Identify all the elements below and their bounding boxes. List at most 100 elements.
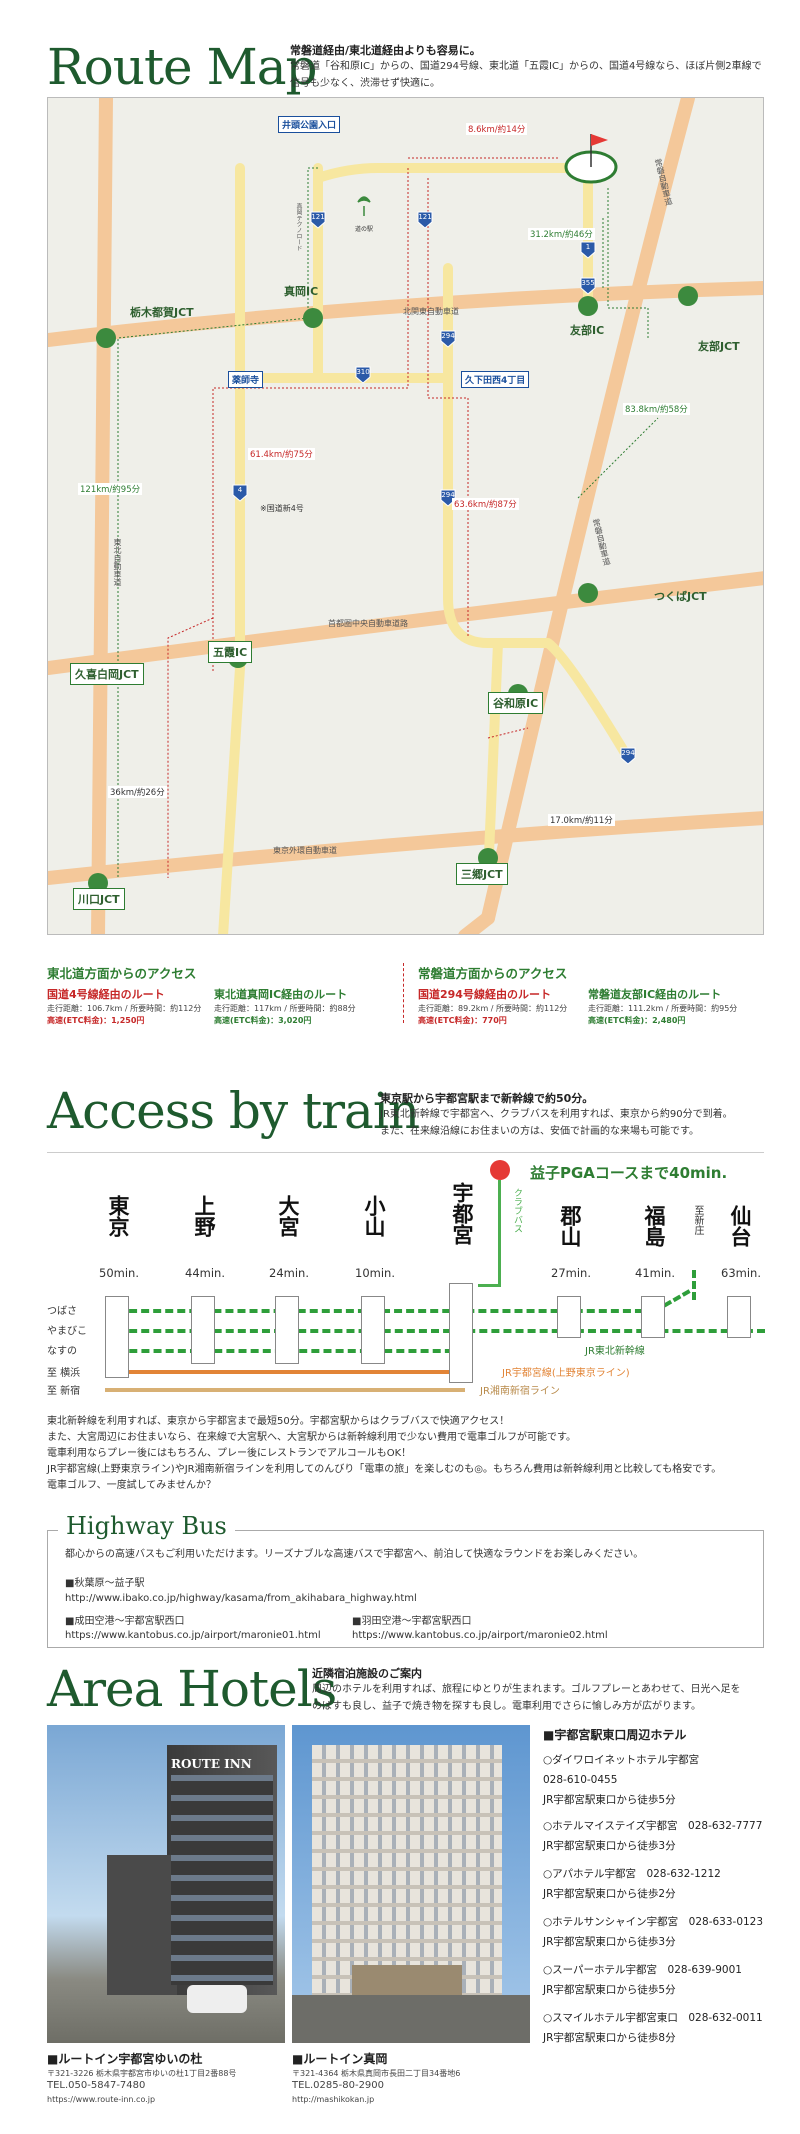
pga-label: 益子PGAコースまで40min. (530, 1164, 728, 1182)
hotel-list-6-access: JR宇都宮駅東口から徒歩8分 (543, 2032, 676, 2044)
label-ibuki: 井頭公園入口 (278, 116, 341, 133)
club-bus-line (498, 1180, 501, 1285)
route-map-svg: 121 121 294 1 355 310 4 294 294 北関東自動車道 … (48, 98, 763, 934)
train-to-yokohama: 至 横浜 (47, 1368, 81, 1379)
hotel-list-5-name: ○スーパーホテル宇都宮 028-639-9001 (543, 1964, 742, 1976)
shield-294b: 294 (441, 491, 455, 499)
label-goka: 五霞IC (208, 641, 253, 663)
hotel-2-addr: 〒321-4364 栃木県真岡市長田二丁目34番地6 (292, 2069, 461, 2078)
tohoku-route1-line2: 高速(ETC料金)：1,250円 (47, 1016, 145, 1025)
station-koriyama: 郡山 (558, 1205, 582, 1247)
bus-2-name: ■成田空港～宇都宮駅西口 (65, 1616, 185, 1627)
shonan-line (105, 1388, 465, 1392)
tohoku-route2-title: 東北道真岡IC経由のルート (214, 988, 348, 1001)
station-omiya: 大宮 (276, 1195, 300, 1237)
hotel-list-1-access: JR宇都宮駅東口から徒歩5分 (543, 1794, 676, 1806)
tohoku-route2-line1: 走行距離：117km / 所要時間：約88分 (214, 1004, 356, 1013)
dist-7: 36km/約26分 (108, 786, 167, 798)
hotels-intro-bold: 近隣宿泊施設のご案内 (312, 1667, 422, 1680)
highway-bus-box (47, 1530, 764, 1648)
min-omiya: 24min. (269, 1266, 309, 1280)
hotel-list-title: ■宇都宮駅東口周辺ホテル (543, 1728, 687, 1742)
hotel-photo-yuinomori: ROUTE INN (47, 1725, 285, 2043)
bus-3-url[interactable]: https://www.kantobus.co.jp/airport/maron… (352, 1630, 608, 1641)
station-block-ueno (191, 1296, 215, 1364)
station-block-oyama (361, 1296, 385, 1364)
train-body-2: また、大宮周辺にお住まいなら、在来線で大宮駅へ、大宮駅からは新幹線利用で少ない費… (47, 1432, 576, 1443)
hotel-2-name: ■ルートイン真岡 (292, 2052, 388, 2066)
hotel-list-item-6: ○スマイルホテル宇都宮東口 028-632-0011 JR宇都宮駅東口から徒歩8… (543, 2008, 763, 2048)
hotel-list-5-access: JR宇都宮駅東口から徒歩5分 (543, 1984, 676, 1996)
shield-294a: 294 (441, 332, 455, 340)
label-utsunomiya-line: JR宇都宮線(上野東京ライン) (502, 1368, 630, 1379)
joban-route2-line1: 走行距離：111.2km / 所要時間：約95分 (588, 1004, 738, 1013)
hotel-list-item-1: ○ダイワロイネットホテル宇都宮 028-610-0455 JR宇都宮駅東口から徒… (543, 1750, 699, 1810)
train-body-3: 電車利用ならプレー後にはもちろん、プレー後にレストランでアルコールもOK！ (47, 1448, 412, 1459)
bus-3-name: ■羽田空港～宇都宮駅西口 (352, 1616, 472, 1627)
route-intro-bold: 常磐道経由/東北道経由よりも容易に。 (290, 44, 481, 57)
shield-310: 310 (356, 368, 369, 376)
label-yakushiji: 薬師寺 (228, 371, 264, 388)
bus-1-name: ■秋葉原～益子駅 (65, 1578, 145, 1589)
shield-294c: 294 (621, 749, 635, 757)
hotel-list-item-5: ○スーパーホテル宇都宮 028-639-9001 JR宇都宮駅東口から徒歩5分 (543, 1960, 742, 2000)
train-nasuno: なすの (47, 1346, 77, 1357)
joban-route2-title: 常磐道友部IC経由のルート (588, 988, 722, 1001)
road-moka-bypass: 真岡テクノロード (295, 203, 302, 251)
shield-121b: 121 (418, 213, 431, 221)
shield-4: 4 (238, 486, 243, 494)
hotel-list-item-2: ○ホテルマイステイズ宇都宮 028-632-7777 JR宇都宮駅東口から徒歩3… (543, 1816, 762, 1856)
joban-route2-line2: 高速(ETC料金)：2,480円 (588, 1016, 686, 1025)
label-shimodate: 久下田西4丁目 (461, 371, 530, 388)
train-body-1: 東北新幹線を利用すれば、東京から宇都宮まで最短50分。宇都宮駅からはクラブバスで… (47, 1416, 510, 1427)
hotel-list-item-3: ○アパホテル宇都宮 028-632-1212 JR宇都宮駅東口から徒歩2分 (543, 1864, 721, 1904)
joban-route1-line1: 走行距離：89.2km / 所要時間：約112分 (418, 1004, 568, 1013)
tohoku-route1-line1: 走行距離：106.7km / 所要時間：約112分 (47, 1004, 202, 1013)
train-top-rule (47, 1152, 764, 1153)
train-to-shinjuku: 至 新宿 (47, 1386, 81, 1397)
label-new4: ※国道新4号 (260, 503, 304, 513)
hotel-1-addr: 〒321-3226 栃木県宇都宮市ゆいの杜1丁目2番88号 (47, 2069, 237, 2078)
dist-1: 8.6km/約14分 (466, 123, 528, 135)
train-yamabiko: やまびこ (47, 1326, 87, 1337)
station-block-tokyo (105, 1296, 129, 1378)
station-block-utsunomiya (449, 1283, 473, 1383)
train-title: Access by train (47, 1082, 420, 1140)
station-block-sendai (727, 1296, 751, 1338)
dist-6: 63.6km/約87分 (452, 498, 519, 510)
label-yawara: 谷和原IC (488, 692, 544, 714)
label-tomobe-ic: 友部IC (570, 324, 605, 337)
hotel-list-3-access: JR宇都宮駅東口から徒歩2分 (543, 1888, 676, 1900)
bus-2-url[interactable]: https://www.kantobus.co.jp/airport/maron… (65, 1630, 321, 1641)
road-kitakanto: 北関東自動車道 (403, 306, 459, 316)
station-utsunomiya: 宇都宮 (450, 1182, 474, 1245)
road-gaikan: 東京外環自動車道 (273, 845, 337, 855)
shield-1: 1 (586, 243, 590, 251)
utsunomiya-line (105, 1370, 465, 1374)
hotel-1-url[interactable]: https://www.route-inn.co.jp (47, 2095, 156, 2104)
golf-pin-icon (490, 1160, 510, 1180)
hotel-list-1-tel: 028-610-0455 (543, 1774, 618, 1786)
label-moka-ic: 真岡IC (284, 285, 319, 298)
bus-1-url[interactable]: http://www.ibako.co.jp/highway/kasama/fr… (65, 1593, 417, 1604)
joban-access-heading: 常磐道方面からのアクセス (418, 966, 568, 981)
min-tokyo: 50min. (99, 1266, 139, 1280)
access-divider (403, 963, 404, 1023)
label-tochigi-tsuga: 栃木都賀JCT (130, 306, 194, 319)
label-shonan-line: JR湘南新宿ライン (480, 1386, 560, 1397)
station-ueno: 上野 (192, 1195, 216, 1237)
hotel-list-4-access: JR宇都宮駅東口から徒歩3分 (543, 1936, 676, 1948)
hotel-1-name: ■ルートイン宇都宮ゆいの杜 (47, 2052, 203, 2066)
yamabiko-line (105, 1329, 765, 1333)
bus-intro: 都心からの高速バスもご利用いただけます。リーズナブルな高速バスで宇都宮へ、前泊し… (65, 1549, 644, 1560)
road-tohoku: 東北自動車道 (113, 538, 122, 586)
hotels-title: Area Hotels (47, 1660, 337, 1718)
shield-121a: 121 (311, 213, 324, 221)
train-intro-line-1: JR東北新幹線で宇都宮へ、クラブバスを利用すれば、東京から約90分で到着。 (380, 1109, 733, 1120)
hotel-2-url[interactable]: http://mashikokan.jp (292, 2095, 375, 2104)
dist-5: 61.4km/約75分 (248, 448, 315, 460)
label-michinoeki: 道の駅 (355, 225, 373, 233)
tohoku-access-heading: 東北道方面からのアクセス (47, 966, 197, 981)
hotel-list-6-name: ○スマイルホテル宇都宮東口 028-632-0011 (543, 2012, 763, 2024)
label-misato: 三郷JCT (456, 863, 508, 885)
